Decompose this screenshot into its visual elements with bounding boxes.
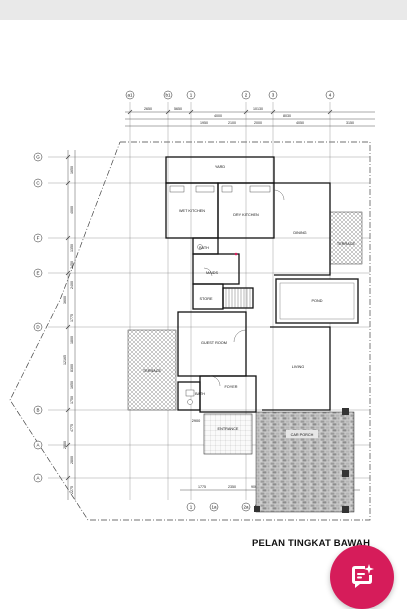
dim-label: 3600 [63,296,67,304]
dim-label: 5650 [174,107,182,111]
room-label-guest-room: GUEST ROOM [201,341,227,345]
top-dimension-labels: 2650 5650 10130 4000 8030 1950 2100 2000… [144,107,354,125]
marker-label: A [36,476,39,481]
floor-plan: 2650 5650 10130 4000 8030 1950 2100 2000… [9,90,375,521]
dim-label: 4050 [296,121,304,125]
room-label-bath: BATH [199,246,209,250]
dim-label: 4000 [70,206,74,214]
dim-label: 8300 [70,364,74,372]
dim-label: 2450 [70,261,74,269]
structural-columns [254,408,349,513]
dim-label: 2275 [70,486,74,494]
marker-label: 1a [211,505,217,510]
room-label-pond: POND [312,299,323,303]
marker-label: A [36,443,39,448]
room-label-wet-kitchen: WET KITCHEN [179,209,205,213]
fixtures [169,185,271,405]
dim-label: 2350 [228,485,236,489]
marker-label: F [37,236,40,241]
dim-label: 4000 [214,114,222,118]
marker-label: 2 [245,93,248,98]
marker-label: C [36,181,40,186]
dim-label: 1950 [200,121,208,125]
car-porch-label-box [286,430,318,438]
column-markers: a1 b1 1 2 3 4 [125,90,335,100]
terrace-left-area [127,329,177,411]
marker-label: B [36,408,39,413]
marker-label: 4 [329,93,332,98]
dim-label: 1775 [198,485,206,489]
room-label-entrance: ENTRANCE [218,427,239,431]
room-label-maids: MAIDS [206,271,218,275]
room-label-foyer: FOYER [224,385,237,389]
room-label-car-porch: CAR PORCH [291,433,314,437]
dim-label: 2650 [144,107,152,111]
dim-label: 2800 [70,456,74,464]
room-label-living: LIVING [292,365,304,369]
room-label-dining: DINING [293,231,306,235]
terrace-right-area [329,211,363,265]
marker-label: G [36,155,40,160]
marker-label: b1 [165,93,171,98]
dim-label: 1750 [70,396,74,404]
dim-label: 4775 [70,424,74,432]
marker-label: a1 [127,93,133,98]
dim-label: 1350 [70,244,74,252]
door-swings [203,189,285,387]
room-label-store: STORE [199,297,212,301]
site-boundary [9,141,371,521]
marker-label: 1 [190,93,193,98]
dim-label: 10130 [253,107,263,111]
chat-sparkle-icon [352,564,374,588]
car-porch-area [255,411,355,513]
marker-label: D [36,325,40,330]
dim-label: 1775 [70,314,74,322]
room-label-terrace: TERRACE [337,242,356,246]
dim-label: 1650 [70,381,74,389]
room-label-yard: YARD [215,165,226,169]
dim-label: 3150 [346,121,354,125]
dim-label: 2900 [192,419,200,423]
chat-button[interactable] [330,545,394,609]
stairs [225,288,251,308]
room-label-bath: BATH [195,392,205,396]
marker-label: 2a [243,505,249,510]
dim-label: 900 [251,485,257,489]
dim-label: 2100 [228,121,236,125]
marker-label: E [36,271,39,276]
marker-label: 3 [272,93,275,98]
side-dimension-labels: 1650 4000 1350 2450 2400 1775 1800 8300 … [63,166,74,494]
dim-label: 1800 [70,336,74,344]
row-markers: G C F E D B A A [33,152,43,483]
dim-label: 8030 [283,114,291,118]
plan-caption: PELAN TINGKAT BAWAH [252,538,371,549]
dim-label: 2400 [70,281,74,289]
room-label-dry-kitchen: DRY KITCHEN [233,213,259,217]
top-bar [0,0,407,20]
pond-area [275,278,359,324]
entrance-area [203,413,253,455]
marker-label: 1 [190,505,193,510]
dim-label: 12165 [63,355,67,365]
room-label-terrace: TERRACE [143,369,162,373]
dim-label: 1650 [70,166,74,174]
dim-label: 2000 [254,121,262,125]
dim-label: 2800 [63,441,67,449]
